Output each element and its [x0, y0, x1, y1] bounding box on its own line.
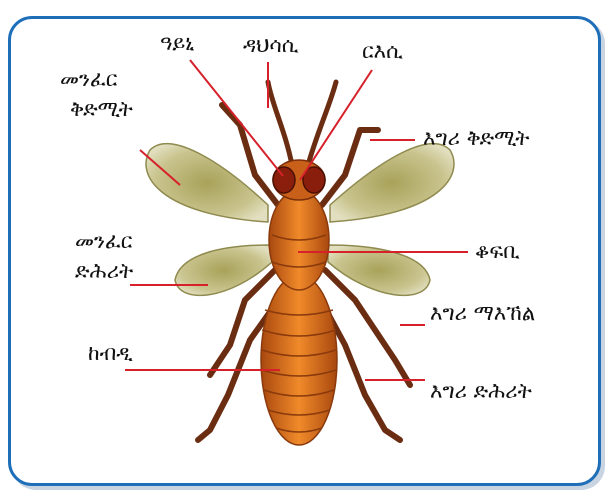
- label-abdomen: ከብዲ: [88, 340, 133, 366]
- label-hind-leg: እግሪ ድሕሪት: [430, 378, 532, 404]
- antenna-left: [268, 82, 292, 165]
- label-fore-wing-line1: መንፈር: [60, 66, 117, 92]
- antenna-right: [308, 82, 336, 165]
- label-fore-leg: እግሪ ቅድሚት: [423, 125, 529, 151]
- label-hind-wing-line2: ድሕሪት: [75, 258, 133, 284]
- label-middle-leg: እግሪ ማእኸል: [430, 300, 535, 326]
- antennae: [268, 82, 336, 165]
- label-head: ርእሲ: [362, 38, 403, 64]
- insect-abdomen: [261, 275, 337, 445]
- label-eye: ዓይኒ: [160, 30, 194, 56]
- label-fore-wing-line2: ቅድሚት: [70, 96, 133, 122]
- label-antenna: ዳህሳሲ: [243, 32, 299, 58]
- compound-eye-left: [273, 167, 295, 193]
- label-hind-wing-line1: መንፈር: [75, 228, 132, 254]
- label-thorax: ቆፍቢ: [475, 238, 520, 264]
